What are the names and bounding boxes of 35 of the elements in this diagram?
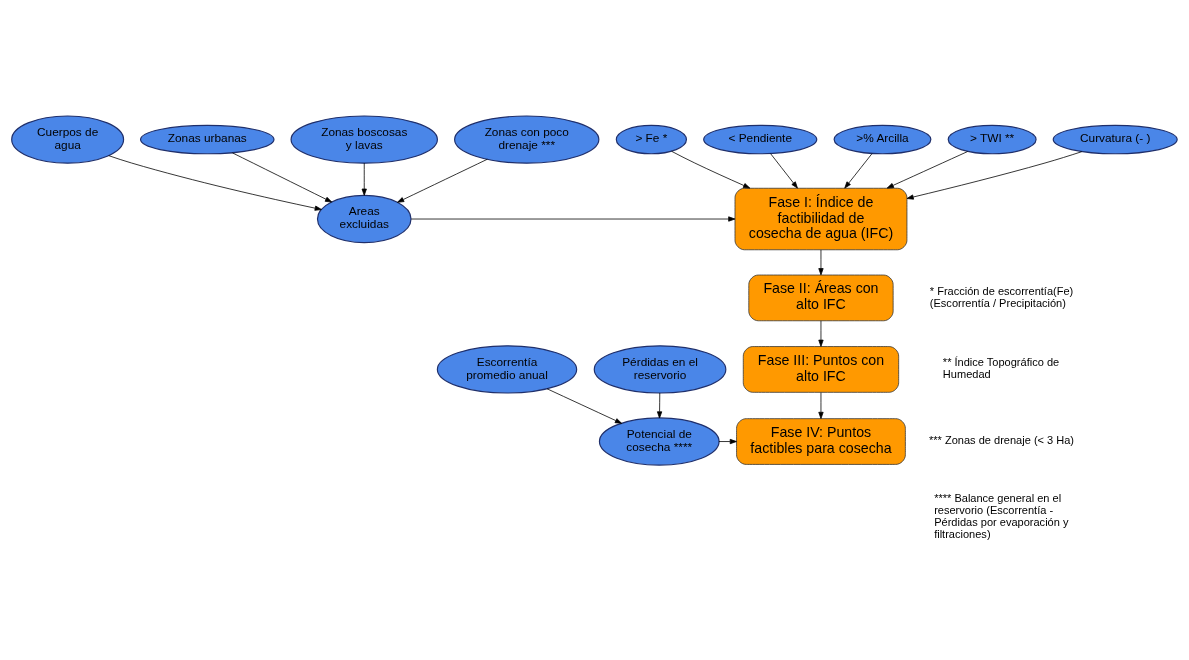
node-ellipse: Zonas con poco drenaje *** bbox=[454, 115, 600, 164]
label: **** Balance general en el reservorio (Escorrentía - Pérdidas por evaporación y filtraciones) bbox=[934, 492, 1069, 540]
label: *** Zonas de drenaje (< 3 Ha) bbox=[929, 434, 1075, 447]
label: * Fracción de escorrentía(Fe) (Escorrentía / Precipitación) bbox=[929, 284, 1074, 309]
node-ellipse: Pérdidas en el reservorio bbox=[593, 345, 727, 394]
arrow bbox=[656, 392, 663, 419]
arrow bbox=[844, 153, 873, 189]
node-ellipse: >% Arcilla bbox=[833, 124, 932, 155]
label: ** Índice Topográfico de Humedad bbox=[942, 356, 1060, 381]
arrow bbox=[770, 153, 798, 189]
node-ellipse: > Fe * bbox=[615, 124, 687, 155]
arrow bbox=[108, 155, 322, 211]
arrow bbox=[361, 162, 367, 196]
arrow bbox=[410, 216, 736, 222]
node-box: Fase II: Áreas con alto IFC bbox=[748, 274, 894, 322]
arrow bbox=[546, 388, 622, 424]
node-box: Fase I: Índice de factibilidad de cosecha de agua (IFC) bbox=[734, 187, 908, 251]
node-ellipse: < Pendiente bbox=[703, 124, 818, 155]
node-ellipse: Cuerpos de agua bbox=[11, 115, 125, 164]
arrow bbox=[886, 151, 968, 189]
arrow bbox=[232, 152, 333, 203]
arrow bbox=[818, 320, 824, 347]
arrow bbox=[906, 151, 1083, 200]
arrow bbox=[671, 150, 751, 189]
arrow bbox=[818, 392, 824, 419]
arrow bbox=[818, 249, 824, 276]
node-ellipse: Escorrentía promedio anual bbox=[436, 345, 578, 394]
node-box: Fase III: Puntos con alto IFC bbox=[742, 346, 900, 393]
arrow bbox=[718, 438, 737, 445]
arrow bbox=[397, 158, 488, 203]
node-ellipse: Zonas boscosas y lavas bbox=[290, 115, 438, 164]
node-ellipse: > TWI ** bbox=[947, 124, 1037, 155]
node-box: Fase IV: Puntos factibles para cosecha bbox=[736, 418, 906, 465]
node-ellipse: Curvatura (- ) bbox=[1052, 124, 1178, 155]
node-ellipse: Zonas urbanas bbox=[140, 124, 275, 155]
